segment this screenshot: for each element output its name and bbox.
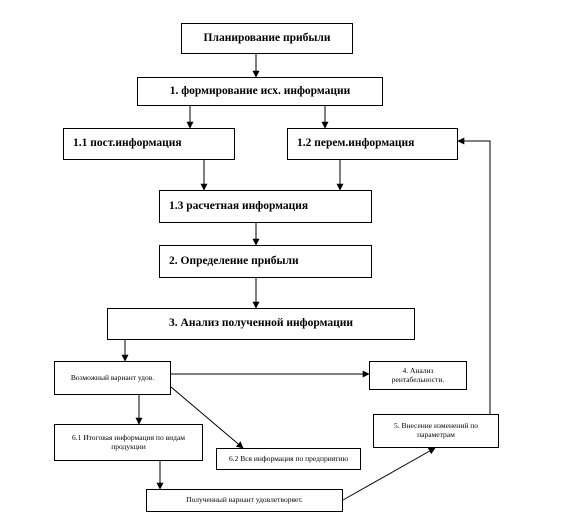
node-var-info: 1.2 перем.информация [287,128,458,160]
node-profit-definition: 2. Определение прибыли [159,245,372,278]
arrow-variant-to-all-info [170,386,244,449]
node-all-info: 6.2 Вся информация по предприятию [216,448,361,470]
node-planning: Планирование прибыли [181,23,353,54]
node-profitability: 4. Анализ рентабельности. [369,361,467,390]
node-result-variant: Полученный вариант удовлетворяет. [146,489,343,512]
arrow-result-to-changes [342,447,436,501]
node-itemized-info: 6.1 Итоговая информация по видам продукц… [54,424,203,461]
node-changes: 5. Внесение изменений по параметрам [373,414,499,448]
node-info-formation: 1. формирование исх. информации [137,77,383,106]
arrow-changes-to-var [457,137,491,414]
node-analysis: 3. Анализ полученной информации [107,308,415,340]
node-const-info: 1.1 пост.информация [63,128,235,160]
node-calc-info: 1.3 расчетная информация [159,190,372,223]
node-possible-variant: Возможный вариант удов. [54,361,171,395]
